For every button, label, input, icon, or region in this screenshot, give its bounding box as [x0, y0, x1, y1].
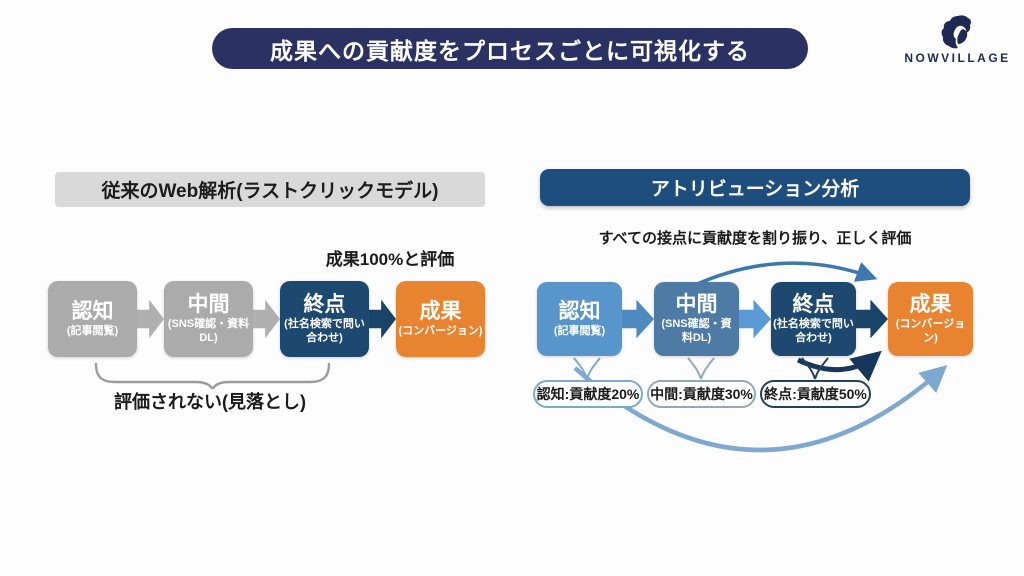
step-sublabel: (記事閲覧) [553, 324, 606, 337]
step-sublabel: (社名検索で問い合わせ) [773, 318, 854, 344]
page-title: 成果への貢献度をプロセスごとに可視化する [270, 37, 750, 64]
step-sublabel: (SNS確認・資料DL) [167, 318, 250, 344]
right-step-awareness: 認知 (記事閲覧) [537, 282, 622, 356]
step-label: 認知 [71, 299, 114, 323]
left-funnel-flow: 認知 (記事閲覧) 中間 (SNS確認・資料DL) 終点 (社名検索で問い合わせ… [48, 281, 485, 357]
step-label: 中間 [675, 293, 718, 317]
contribution-badge-middle: 中間:貢献度30% [647, 380, 756, 408]
arrow-right-icon [622, 299, 654, 339]
step-label: 中間 [187, 293, 230, 317]
bubble-tail-awareness [573, 357, 601, 380]
arrow-right-icon [137, 299, 164, 339]
brand-name: NOWVILLAGE [904, 51, 1011, 65]
arrow-right-icon [856, 299, 888, 339]
left-step-middle: 中間 (SNS確認・資料DL) [164, 281, 253, 357]
step-sublabel: (コンバージョン) [895, 318, 966, 344]
step-label: 終点 [303, 293, 346, 317]
contribution-badge-awareness: 認知:貢献度20% [533, 380, 643, 408]
right-step-conversion: 成果 (コンバージョン) [888, 282, 973, 356]
title-banner: 成果への貢献度をプロセスごとに可視化する [212, 28, 808, 69]
attribution-subtitle: すべての接点に貢献度を割り振り、正しく評価 [598, 230, 912, 247]
bubble-tail-endpoint [801, 357, 829, 380]
right-step-endpoint: 終点 (社名検索で問い合わせ) [771, 282, 856, 356]
step-label: 成果 [909, 293, 952, 317]
arrow-right-icon [253, 299, 280, 339]
arrow-right-icon [739, 299, 771, 339]
step-label: 終点 [792, 293, 835, 317]
step-label: 成果 [419, 299, 462, 323]
left-step-endpoint: 終点 (社名検索で問い合わせ) [280, 281, 369, 357]
left-step-conversion: 成果 (コンバージョン) [396, 281, 485, 357]
bubble-tail-middle [687, 357, 715, 380]
arrow-right-icon [369, 299, 396, 339]
right-panel-header: アトリビューション分析 [540, 169, 970, 206]
overlooked-note: 評価されない(見落とし) [114, 392, 306, 412]
arc-endpoint-to-conversion [796, 350, 882, 382]
right-funnel-flow: 認知 (記事閲覧) 中間 (SNS確認・資料DL) 終点 (社名検索で問い合わせ… [537, 282, 973, 356]
left-panel-header: 従来のWeb解析(ラストクリックモデル) [55, 172, 485, 207]
step-sublabel: (記事閲覧) [66, 324, 119, 337]
step-sublabel: (コンバージョン) [398, 324, 483, 337]
lion-icon [941, 15, 971, 49]
last-click-evaluation-note: 成果100%と評価 [325, 250, 455, 269]
step-label: 認知 [558, 299, 601, 323]
right-step-middle: 中間 (SNS確認・資料DL) [654, 282, 739, 356]
brace-icon [94, 362, 331, 389]
step-sublabel: (SNS確認・資料DL) [661, 318, 732, 344]
step-sublabel: (社名検索で問い合わせ) [284, 318, 365, 344]
left-step-awareness: 認知 (記事閲覧) [48, 281, 137, 357]
brand-logo: NOWVILLAGE [900, 15, 1015, 65]
contribution-badge-endpoint: 終点:貢献度50% [760, 380, 871, 408]
